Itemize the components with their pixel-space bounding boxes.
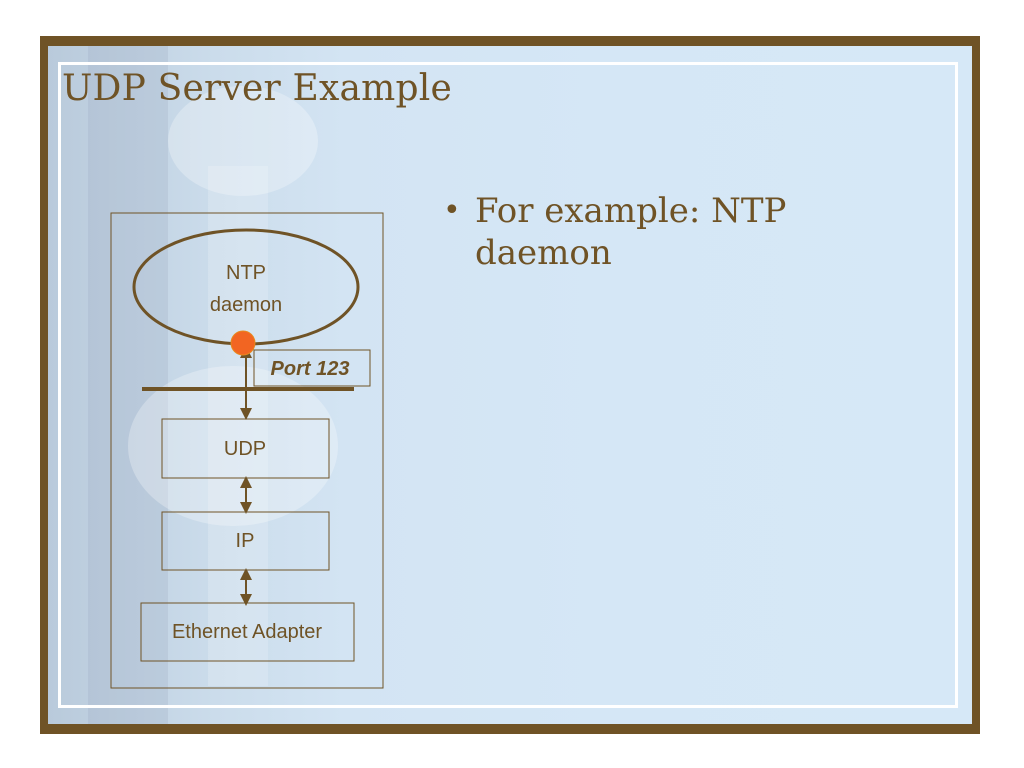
process-ellipse [132, 228, 360, 346]
host-box [110, 212, 384, 689]
inner-border [58, 62, 958, 708]
background-column-shaft [208, 166, 268, 686]
udp-layer-label: UDP [224, 438, 266, 460]
slide-panel [48, 46, 972, 724]
ethernet-adapter-label: Ethernet Adapter [172, 621, 322, 643]
slide-title: UDP Server Example [62, 68, 452, 109]
bullet-list: • For example: NTP daemon [443, 190, 863, 274]
bullet-text-line1: For example: NTP [475, 191, 787, 231]
port-label-box [253, 349, 371, 387]
process-label-line1: NTP [226, 262, 266, 284]
ip-layer-label: IP [236, 530, 255, 552]
port-dot [230, 330, 256, 356]
background-capital [168, 86, 318, 196]
process-label-line2: daemon [210, 294, 282, 316]
bullet-text-line2: daemon [475, 233, 612, 273]
port-label: Port 123 [271, 358, 350, 380]
background-column [88, 46, 168, 724]
bullet-item: • For example: NTP daemon [443, 190, 863, 274]
ethernet-adapter-box [140, 602, 355, 662]
bullet-marker: • [443, 193, 461, 228]
background-capital-lower [128, 366, 338, 526]
